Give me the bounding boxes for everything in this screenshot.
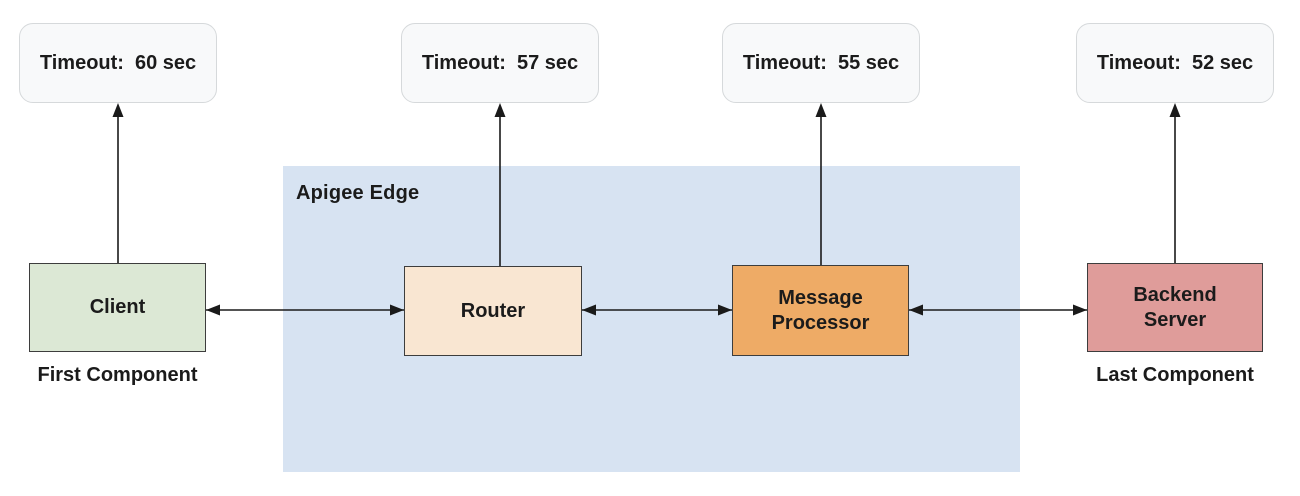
apigee-edge-container: Apigee Edge <box>283 166 1020 472</box>
timeout-box-router: Timeout: 57 sec <box>401 23 599 103</box>
timeout-label: Timeout: <box>421 51 506 74</box>
timeout-value: 57 sec <box>516 51 579 74</box>
timeout-label: Timeout: <box>742 51 827 74</box>
timeout-label: Timeout: <box>1096 51 1181 74</box>
timeout-label: Timeout: <box>39 51 124 74</box>
node-router: Router <box>404 266 582 356</box>
arrow-backend-server-to-timeout <box>1169 103 1181 263</box>
node-client: Client <box>29 263 206 352</box>
timeout-value: 55 sec <box>837 51 900 74</box>
timeout-box-backend-server: Timeout: 52 sec <box>1076 23 1274 103</box>
node-client-label: Client <box>89 296 146 318</box>
first-component-caption: First Component <box>37 364 198 386</box>
arrow-client-to-timeout <box>112 103 124 263</box>
timeout-box-message-processor: Timeout: 55 sec <box>722 23 920 103</box>
node-message-processor-label: Message Processor <box>771 286 870 334</box>
node-backend-server: Backend Server <box>1087 263 1263 352</box>
last-component-caption: Last Component <box>1096 364 1254 386</box>
timeout-box-client: Timeout: 60 sec <box>19 23 217 103</box>
timeout-value: 60 sec <box>134 51 197 74</box>
timeout-value: 52 sec <box>1191 51 1254 74</box>
apigee-edge-label: Apigee Edge <box>296 182 420 204</box>
node-backend-server-label: Backend Server <box>1133 283 1217 331</box>
node-message-processor: Message Processor <box>732 265 909 356</box>
node-router-label: Router <box>460 299 526 322</box>
